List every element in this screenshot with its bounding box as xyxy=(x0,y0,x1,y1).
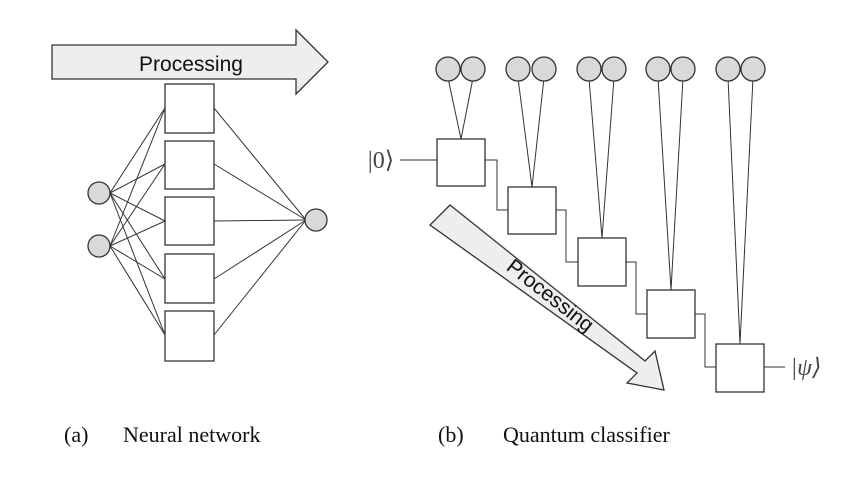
hidden-layer-box xyxy=(164,310,215,362)
hidden-layer-box xyxy=(164,196,215,246)
panel-b-quantum-classifier: Processing xyxy=(368,56,822,447)
output-node xyxy=(304,208,328,232)
measurement-circle xyxy=(505,56,531,82)
input-node xyxy=(87,181,111,205)
measurement-circle xyxy=(670,56,696,82)
input-ket: |0⟩ xyxy=(368,148,394,174)
measurement-circle xyxy=(460,56,486,82)
measurement-wires xyxy=(447,77,754,345)
processing-arrow-diagonal xyxy=(428,204,665,391)
unitary-box xyxy=(646,289,696,339)
measurement-circle xyxy=(576,56,602,82)
unitary-box xyxy=(507,186,557,235)
caption-a-text: Neural network xyxy=(123,422,260,447)
output-ket: |ψ⟩ xyxy=(791,355,822,381)
panel-a-neural-network: Processing xyxy=(51,28,329,447)
unitary-box xyxy=(715,343,765,393)
caption-b-letter: (b) xyxy=(438,422,464,447)
caption-a-letter: (a) xyxy=(64,422,88,447)
measurement-circles xyxy=(435,56,766,82)
unitary-box xyxy=(577,237,627,287)
processing-arrow-label-a: Processing xyxy=(139,53,243,76)
measurement-circle xyxy=(740,56,766,82)
measurement-circle xyxy=(601,56,627,82)
hidden-layer-box xyxy=(164,140,215,190)
unitary-box xyxy=(436,138,486,187)
measurement-circle xyxy=(531,56,557,82)
input-node xyxy=(87,234,111,258)
input-hidden-connections xyxy=(109,107,166,336)
measurement-circle xyxy=(435,56,461,82)
staircase-wires xyxy=(485,159,716,368)
hidden-layer-box xyxy=(164,253,215,304)
processing-arrow-horizontal xyxy=(51,28,329,96)
hidden-layer-box xyxy=(164,83,215,134)
measurement-circle xyxy=(715,56,741,82)
measurement-circle xyxy=(645,56,671,82)
caption-b-text: Quantum classifier xyxy=(503,422,670,447)
hidden-output-connections xyxy=(213,107,307,336)
